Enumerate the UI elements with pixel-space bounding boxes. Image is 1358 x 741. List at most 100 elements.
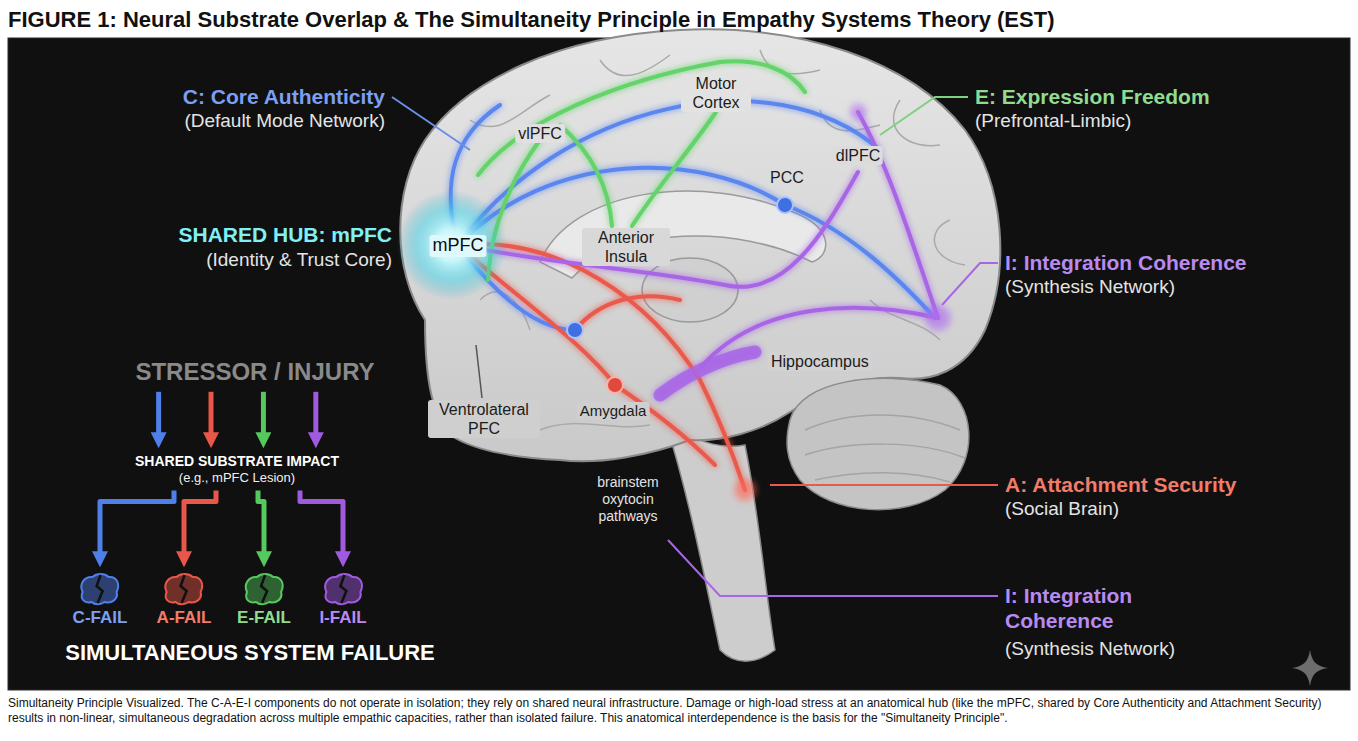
stressor-box: STRESSOR / INJURY [132, 356, 377, 389]
failure-node: A-FAIL [154, 570, 215, 630]
gyrus-line [934, 220, 965, 265]
footer-label: SIMULTANEOUS SYSTEM FAILURE [65, 640, 435, 666]
brainstem-shape [665, 420, 775, 661]
flow-arrow [209, 392, 214, 437]
brain-icon-shape [166, 574, 203, 604]
component-label: E: Expression Freedom [975, 84, 1210, 109]
failure-node: E-FAIL [234, 570, 294, 630]
connector-group [100, 392, 343, 556]
cerebellum-folds [805, 415, 965, 482]
network-node-dot [777, 197, 793, 213]
region-label: Anterior Insula [582, 228, 670, 266]
node-text: (e.g., mPFC Lesion) [135, 470, 339, 486]
leader-line [476, 345, 482, 398]
network-glow-dot [849, 103, 867, 121]
failure-node: C-FAIL [70, 570, 131, 630]
fold-line [805, 415, 960, 430]
network-label: (Prefrontal-Limbic) [975, 110, 1131, 133]
node-text: STRESSOR / INJURY [135, 358, 374, 387]
component-label: A: Attachment Security [1005, 472, 1236, 497]
cerebellum-shape [787, 378, 969, 509]
hub-glow [397, 190, 507, 300]
flow-arrow [261, 392, 266, 437]
gyrus-line [760, 50, 820, 74]
sparkle-mark [1292, 650, 1328, 686]
component-label: I: Integration Coherence [1005, 250, 1247, 275]
crack-line [181, 575, 187, 603]
region-label: dlPFC [833, 146, 883, 165]
region-label: mPFC [430, 235, 487, 257]
region-label: brainstem oxytocin pathways [585, 474, 671, 524]
network-line [458, 172, 858, 287]
network-line [785, 205, 935, 318]
network-line [575, 296, 680, 330]
region-label: Hippocampus [768, 352, 872, 371]
component-label: I: Integration Coherence [1005, 583, 1183, 633]
network-label: (Synthesis Network) [1005, 276, 1175, 299]
flow-arrow [313, 392, 318, 437]
hub-sublabel: (Identity & Trust Core) [206, 249, 392, 272]
network-node-dot [607, 377, 623, 393]
expression-network [478, 61, 805, 280]
leader-line [942, 263, 998, 305]
node-text: SHARED SUBSTRATE IMPACT [135, 453, 339, 470]
network-label: (Social Brain) [1005, 498, 1119, 521]
component-label: C: Core Authenticity [183, 84, 385, 109]
broken-brain-icon [161, 572, 207, 608]
broken-brain-icon [320, 572, 366, 608]
gyrus-line [540, 424, 650, 430]
node-text: A-FAIL [157, 608, 212, 628]
figure-caption: Simultaneity Principle Visualized. The C… [8, 696, 1350, 726]
figure-title: FIGURE 1: Neural Substrate Overlap & The… [8, 7, 1054, 33]
brain-icon-shape [82, 574, 119, 604]
network-line [632, 112, 716, 226]
flow-arrow [258, 490, 264, 556]
leader-lines [392, 97, 998, 596]
flow-arrow [156, 392, 161, 437]
network-line [560, 125, 612, 226]
flow-arrow [100, 490, 174, 556]
leader-line [668, 540, 998, 596]
network-label: (Synthesis Network) [1005, 638, 1175, 661]
hub-label: SHARED HUB: mPFC [178, 222, 392, 247]
network-node-dot [567, 322, 583, 338]
region-label: Amygdala [577, 402, 650, 420]
network-label: (Default Mode Network) [184, 110, 385, 133]
gyrus-line [600, 55, 670, 76]
leader-line [770, 484, 998, 486]
crack-line [261, 575, 267, 603]
fold-line [805, 444, 965, 458]
brain-icon-shape [246, 574, 283, 604]
region-label: vlPFC [515, 124, 565, 143]
core-authenticity-network [451, 101, 935, 330]
node-text: C-FAIL [73, 608, 128, 628]
failure-node: I-FAIL [316, 570, 369, 630]
flow-arrow [184, 490, 216, 556]
region-label: Ventrolateral PFC [428, 400, 540, 438]
network-glow-dot [925, 305, 951, 331]
thalamus-shape [642, 258, 738, 322]
gyri-lines [470, 50, 965, 430]
region-label: Motor Cortex [681, 74, 751, 112]
network-line [858, 112, 938, 318]
integration-network [458, 112, 938, 395]
node-text: I-FAIL [319, 608, 366, 628]
broken-brain-icon [77, 572, 123, 608]
broken-brain-icon [241, 572, 287, 608]
network-glow-dot [734, 479, 756, 501]
region-label: PCC [767, 168, 807, 187]
leader-line [880, 97, 968, 135]
hippocampus-band [660, 352, 755, 395]
crack-line [97, 575, 103, 603]
fold-line [815, 473, 950, 482]
impact-box: SHARED SUBSTRATE IMPACT(e.g., mPFC Lesio… [132, 451, 342, 487]
network-line [458, 101, 880, 245]
flow-arrow [300, 490, 343, 556]
node-text: E-FAIL [237, 608, 291, 628]
gyrus-line [894, 100, 940, 146]
crack-line [340, 575, 346, 603]
brain-icon-shape [325, 574, 362, 604]
